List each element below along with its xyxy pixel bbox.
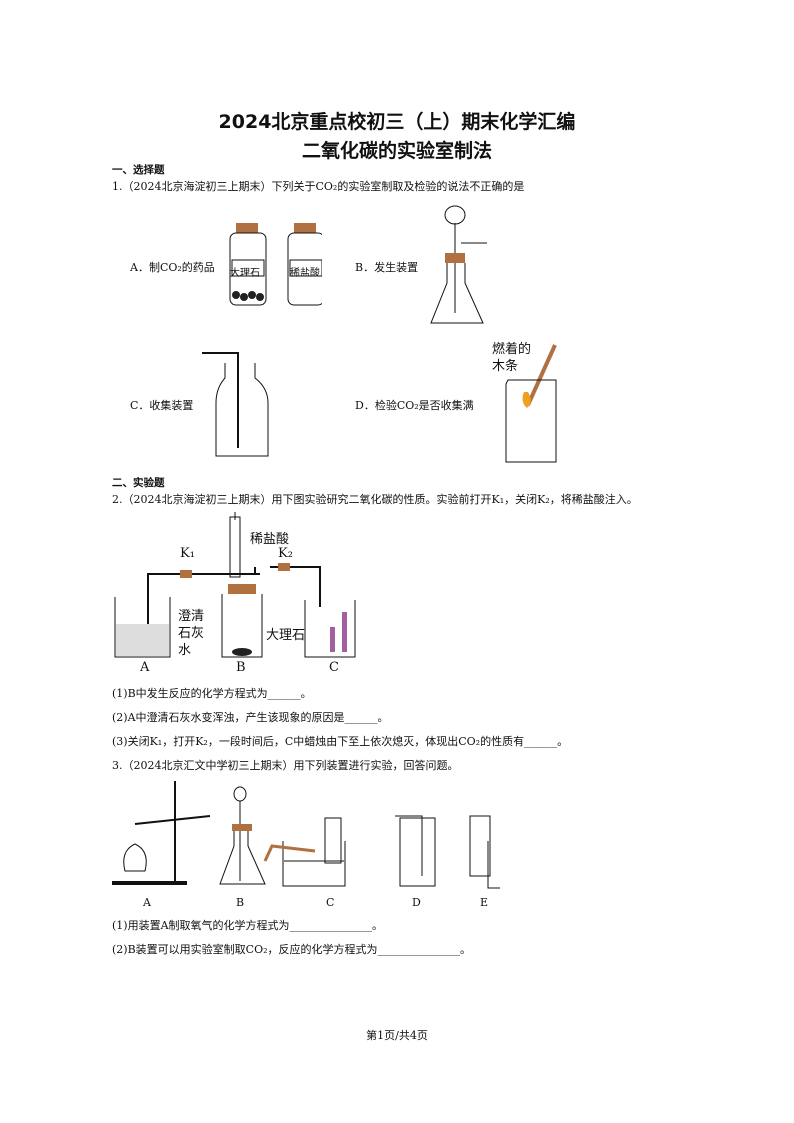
q3-label-b: B [236,896,245,909]
label-marble: 大理石 [230,268,260,279]
reagent-bottles-image [229,223,322,306]
section-heading-choice: 一、选择题 [112,164,165,176]
q3-label-d: D [412,896,421,909]
q1-option-c: C．收集装置 [130,399,194,412]
q2-sub2: (2)A中澄清石灰水变浑浊，产生该现象的原因是______。 [112,711,389,724]
burning-stick-test-image [505,344,557,463]
q1-stem: 1.（2024北京海淀初三上期末）下列关于CO₂的实验室制取及检验的说法不正确的… [112,180,525,193]
q2-sub1: (1)B中发生反应的化学方程式为______。 [112,687,312,700]
generator-flask-image [430,205,487,324]
title-line2: 二氧化碳的实验室制法 [301,140,492,162]
section-heading-experiment: 二、实验题 [112,477,165,489]
label-a: A [140,660,150,675]
title-line1: 2024北京重点校初三（上）期末化学汇编 [218,111,576,133]
label-acid: 稀盐酸 [290,268,320,279]
label-marble-b: 大理石 [266,628,306,643]
label-limewater-2: 石灰 [178,626,205,641]
q3-stem: 3.（2024北京汇文中学初三上期末）用下列装置进行实验，回答问题。 [112,759,459,772]
page-footer: 第1页/共4页 [366,1029,428,1042]
collection-bottle-image [202,352,269,457]
label-burning-stick-2: 木条 [492,359,519,374]
q1-option-a: A．制CO₂的药品 [130,261,215,274]
q3-label-e: E [480,896,489,909]
q3-apparatus-image [112,781,500,889]
q3-sub1: (1)用装置A制取氧气的化学方程式为_______________。 [112,919,384,932]
q1-option-d: D．检验CO₂是否收集满 [355,399,474,412]
q2-apparatus-image [114,512,356,658]
q3-label-a: A [143,896,151,909]
q3-label-c: C [326,896,335,909]
label-k2: K₂ [278,546,293,561]
label-limewater-3: 水 [178,643,192,658]
label-k1: K₁ [180,546,195,561]
q3-sub2: (2)B装置可以用实验室制取CO₂，反应的化学方程式为_____________… [112,943,472,956]
label-c: C [329,660,339,675]
label-b: B [236,660,246,675]
label-limewater-1: 澄清 [178,609,205,624]
q2-sub3: (3)关闭K₁，打开K₂，一段时间后，C中蜡烛由下至上依次熄灭，体现出CO₂的性… [112,735,569,748]
label-dilute-acid: 稀盐酸 [250,532,290,547]
label-burning-stick: 燃着的 [492,342,532,357]
q2-stem: 2.（2024北京海淀初三上期末）用下图实验研究二氧化碳的性质。实验前打开K₁，… [112,493,638,506]
q1-option-b: B．发生装置 [355,261,419,274]
